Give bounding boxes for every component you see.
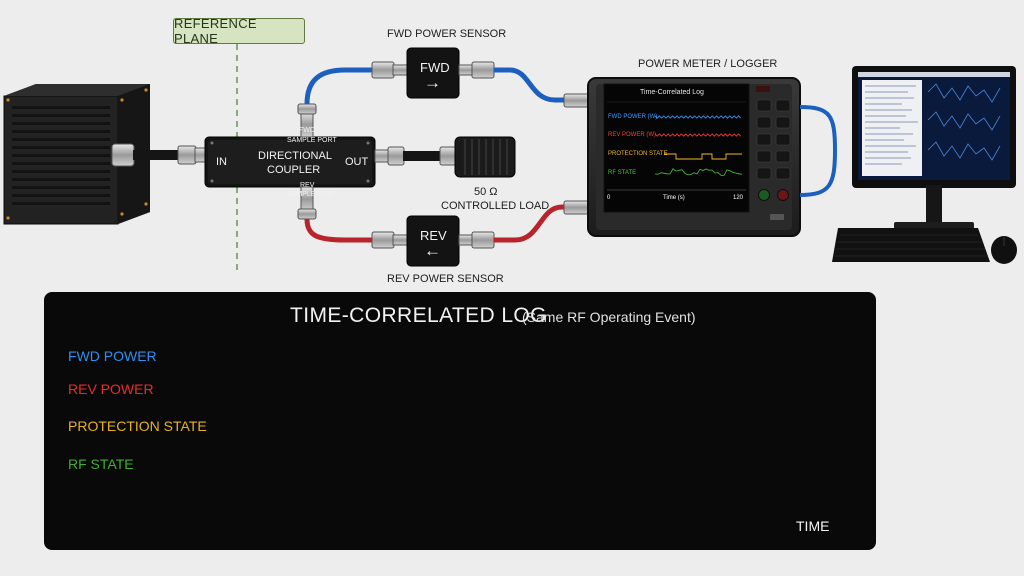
fwd-sensor-caption: FWD POWER SENSOR [387,28,507,40]
rev-sensor-caption: REV POWER SENSOR [387,273,504,285]
trace-label-fwd-power: FWD POWER [68,348,157,364]
meter-rev-input-connector [563,200,591,215]
meter-axis-label: Time (s) [663,195,685,201]
rev-sensor-label: REV [420,228,447,243]
coupler-rev-port-label-1: REV [300,182,315,189]
coupler-rev-port-label-2: SAMPLE PORT [287,191,337,198]
fwd-cable-to-meter [494,67,566,103]
directional-coupler [204,136,376,188]
source-output-connector [111,143,206,167]
coupler-name-2: COUPLER [267,164,321,176]
rev-cable [304,218,372,243]
fwd-cable-connector-b [458,61,495,79]
meter-screen-traces [654,115,743,176]
load-label-1: 50 Ω [474,186,498,198]
meter-prot-label: PROTECTION STATE [608,151,668,157]
rev-arrow-icon: ← [424,241,441,260]
mouse [991,236,1017,264]
time-axis-label: TIME [796,518,830,534]
meter-screen-title: Time-Correlated Log [640,89,704,96]
power-meter-logger [587,77,801,237]
meter-rf-trace [654,168,743,176]
fwd-sample-connector [297,103,317,138]
computer-monitor [852,66,1016,229]
rev-cable-connector-a [371,231,408,249]
meter-axis-end: 120 [733,195,744,201]
time-correlated-log-panel [44,292,876,550]
coupler-name-1: DIRECTIONAL [258,150,332,162]
rev-sample-connector [297,186,317,220]
meter-fwd-trace [654,115,742,119]
meter-side-cable [799,105,838,197]
fwd-arrow-icon: → [424,73,441,92]
rf-source-unit [3,84,150,225]
coupler-fwd-port-label-2: SAMPLE PORT [287,137,337,144]
meter-rev-label: REV POWER (W) [608,132,656,138]
rev-cable-connector-b [458,231,495,249]
meter-caption: POWER METER / LOGGER [638,58,778,70]
coupler-out-label: OUT [345,156,369,168]
coupler-fwd-port-label-1: FWD [299,127,315,134]
log-subtitle: (Same RF Operating Event) [522,309,696,325]
trace-label-rf-state: RF STATE [68,456,134,472]
keyboard [832,228,990,262]
rev-cable-to-meter [494,204,566,243]
meter-rf-label: RF STATE [608,170,637,176]
fwd-cable-connector-a [371,61,408,79]
meter-axis-start: 0 [607,195,611,201]
meter-fwd-input-connector [563,93,591,108]
load-cable [374,146,457,166]
load-label-2: CONTROLLED LOAD [441,200,550,212]
meter-rev-trace [654,133,742,137]
meter-fwd-label: FWD POWER (W) [608,114,658,120]
meter-prot-trace [664,153,742,160]
log-title: TIME-CORRELATED LOG [290,304,547,327]
fwd-sensor-label: FWD [420,60,450,75]
reference-plane-label: REFERENCE PLANE [173,16,305,46]
coupler-in-label: IN [216,156,227,168]
trace-label-rev-power: REV POWER [68,381,154,397]
controlled-load [454,136,516,178]
fwd-cable [304,67,372,105]
trace-label-protection-state: PROTECTION STATE [68,418,207,434]
